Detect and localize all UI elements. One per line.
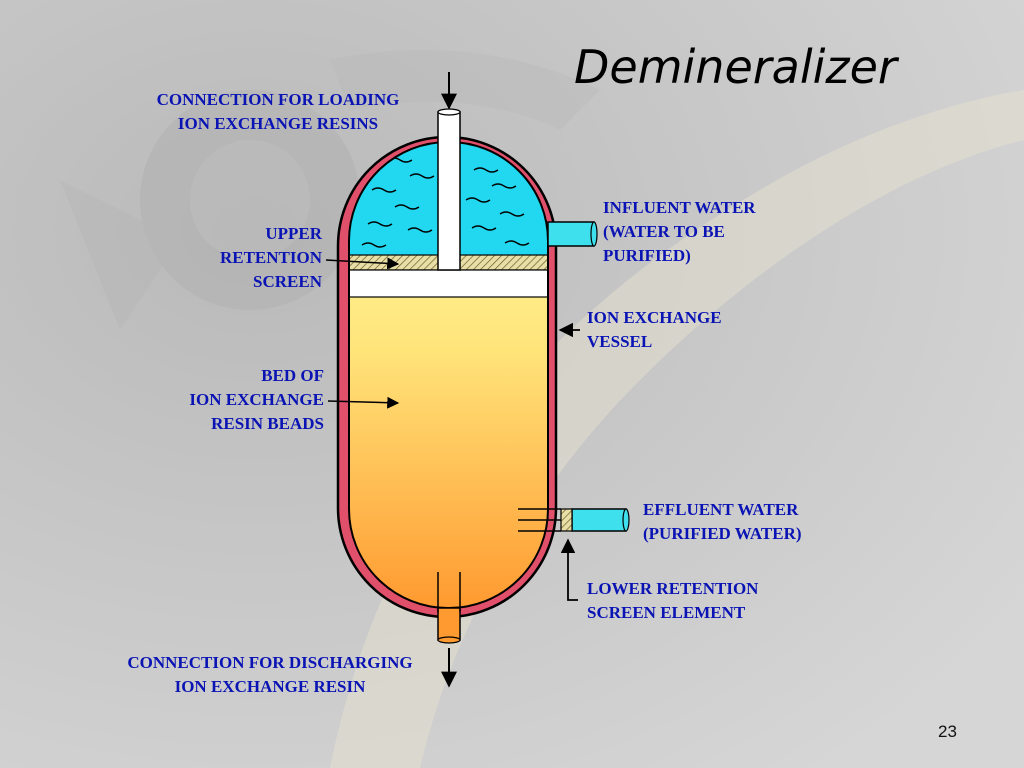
upper-screen-arrow xyxy=(325,257,400,270)
water-ripples xyxy=(361,157,530,248)
loading-pipe xyxy=(437,111,461,271)
lower-screen-arrow xyxy=(560,538,578,601)
background-swoosh xyxy=(60,50,1024,768)
page-number: 23 xyxy=(938,722,957,741)
label-lower-retention-screen: LOWER RETENTION SCREEN ELEMENT xyxy=(587,579,759,622)
influent-pipe xyxy=(547,221,595,247)
effluent-pipe xyxy=(571,508,627,532)
label-discharging-connection: CONNECTION FOR DISCHARGING ION EXCHANGE … xyxy=(127,653,413,696)
slide-title: Demineralizer xyxy=(574,40,897,94)
discharge-pipe xyxy=(437,607,461,641)
effluent-internal-lines xyxy=(518,508,561,532)
label-ion-exchange-vessel: ION EXCHANGE VESSEL xyxy=(587,308,722,351)
label-resin-bed: BED OF ION EXCHANGE RESIN BEADS xyxy=(189,366,324,433)
label-loading-connection: CONNECTION FOR LOADING ION EXCHANGE RESI… xyxy=(156,90,400,133)
label-effluent-water: EFFLUENT WATER (PURIFIED WATER) xyxy=(643,500,802,543)
label-influent-water: INFLUENT WATER (WATER TO BE PURIFIED) xyxy=(603,198,756,265)
plenum-space xyxy=(349,269,548,298)
label-upper-retention-screen: UPPER RETENTION SCREEN xyxy=(219,224,322,291)
bed-arrow xyxy=(327,396,400,409)
lower-retention-screen-element xyxy=(560,508,573,532)
